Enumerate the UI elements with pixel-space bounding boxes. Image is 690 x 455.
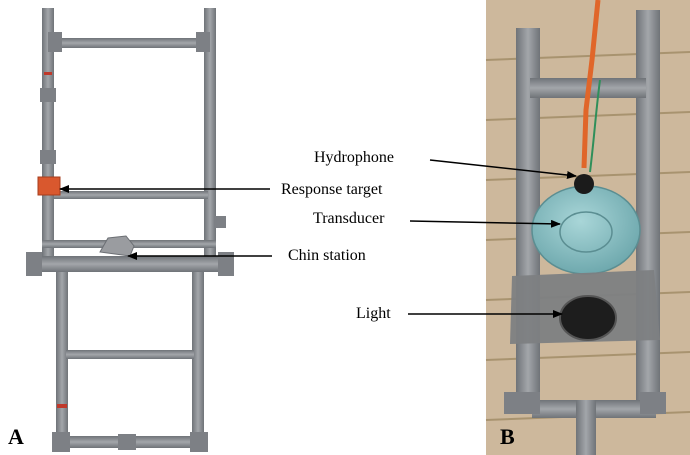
- label-transducer: Transducer: [313, 210, 385, 227]
- chin-station-cup: [99, 235, 135, 257]
- transducer-disk: [531, 185, 641, 275]
- label-light: Light: [356, 305, 391, 322]
- label-response-target: Response target: [281, 181, 383, 198]
- panel-b-letter: B: [500, 424, 515, 449]
- arrow-hydrophone: [429, 159, 577, 179]
- light-lens: [559, 295, 617, 341]
- cable: [581, 0, 601, 169]
- label-chin-station: Chin station: [288, 247, 366, 264]
- response-target-block: [37, 176, 61, 196]
- panel-b-photo: [485, 0, 690, 455]
- panel-a-photo: [26, 8, 234, 452]
- hydrophone-bulb: [574, 174, 594, 194]
- label-hydrophone: Hydrophone: [314, 149, 394, 166]
- panel-a-letter: A: [8, 424, 24, 449]
- arrow-transducer: [409, 219, 561, 228]
